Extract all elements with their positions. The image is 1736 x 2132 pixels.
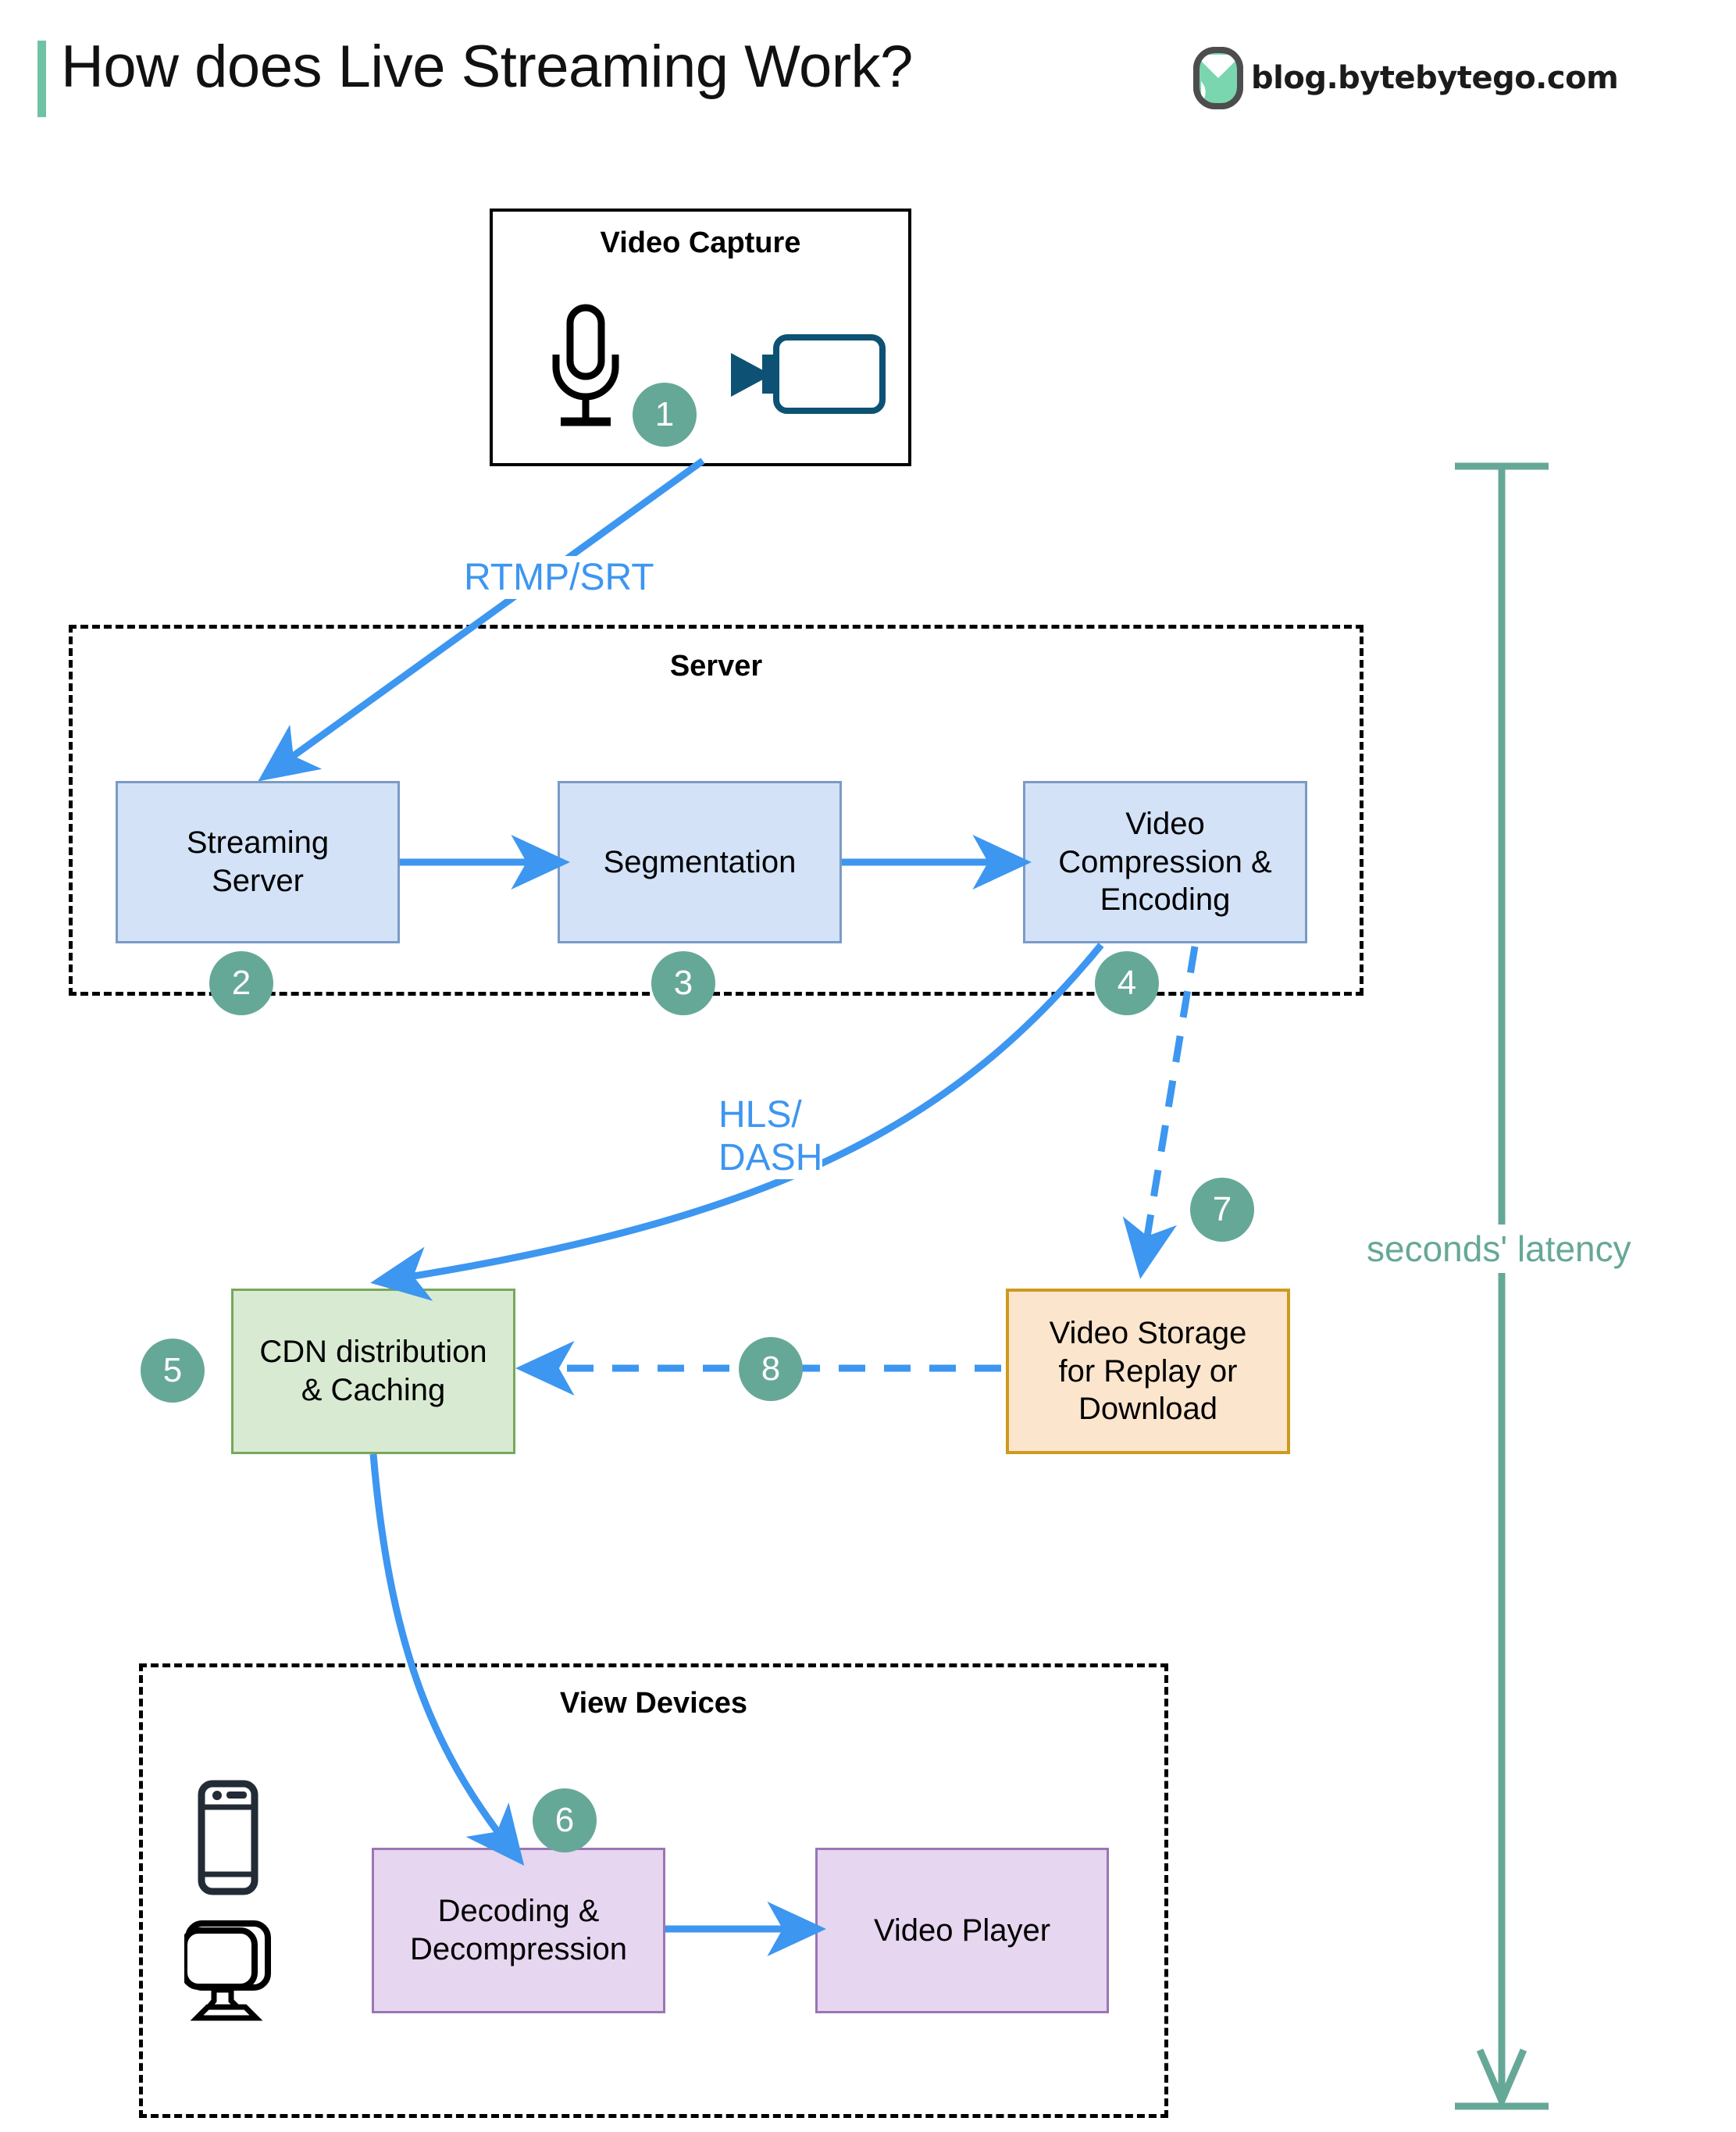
node-video-storage[interactable]: Video Storage for Replay or Download <box>1006 1289 1290 1454</box>
badge-8: 8 <box>739 1337 803 1401</box>
badge-2: 2 <box>209 951 273 1015</box>
video-capture-title: Video Capture <box>600 226 801 259</box>
monitor-icon <box>181 1920 272 2027</box>
node-decoding-label: Decoding & Decompression <box>410 1894 627 1966</box>
node-video-compression[interactable]: Video Compression & Encoding <box>1023 781 1307 943</box>
badge-1: 1 <box>633 383 697 447</box>
node-video-compression-label: Video Compression & Encoding <box>1058 806 1272 918</box>
page-header: How does Live Streaming Work? blog.byteb… <box>0 0 1736 141</box>
latency-label: seconds' latency <box>1360 1225 1638 1273</box>
node-segmentation[interactable]: Segmentation <box>558 781 842 943</box>
node-streaming-server-label: Streaming Server <box>186 825 330 898</box>
badge-5: 5 <box>141 1339 205 1403</box>
edge-label-hls: HLS/ <box>718 1094 802 1136</box>
view-devices-group <box>139 1663 1168 2118</box>
node-video-player[interactable]: Video Player <box>815 1848 1109 2013</box>
brand-watermark: blog.bytebytego.com <box>1193 47 1619 109</box>
node-video-player-label: Video Player <box>873 1913 1051 1948</box>
node-cdn[interactable]: CDN distribution & Caching <box>231 1289 515 1454</box>
node-streaming-server[interactable]: Streaming Server <box>116 781 400 943</box>
video-camera-icon <box>725 331 889 421</box>
node-decoding[interactable]: Decoding & Decompression <box>372 1848 665 2013</box>
title-accent-bar <box>37 41 46 117</box>
edge-label-dash: DASH <box>718 1137 823 1179</box>
edge-label-rtmp: RTMP/SRT <box>464 556 654 600</box>
bytebytego-logo-icon <box>1193 47 1243 109</box>
node-video-storage-label: Video Storage for Replay or Download <box>1049 1315 1247 1427</box>
server-group-title: Server <box>669 650 763 683</box>
phone-icon <box>197 1779 259 1900</box>
badge-3: 3 <box>651 951 715 1015</box>
badge-6: 6 <box>533 1788 597 1852</box>
edge-label-hls-dash: HLS/ DASH <box>718 1093 823 1180</box>
node-cdn-label: CDN distribution & Caching <box>259 1335 487 1407</box>
brand-url-label: blog.bytebytego.com <box>1251 60 1619 96</box>
page-title: How does Live Streaming Work? <box>61 34 913 100</box>
badge-4: 4 <box>1095 951 1159 1015</box>
node-segmentation-label: Segmentation <box>603 844 797 879</box>
view-devices-title: View Devices <box>559 1687 748 1720</box>
badge-7: 7 <box>1190 1178 1254 1242</box>
microphone-icon <box>539 303 633 436</box>
